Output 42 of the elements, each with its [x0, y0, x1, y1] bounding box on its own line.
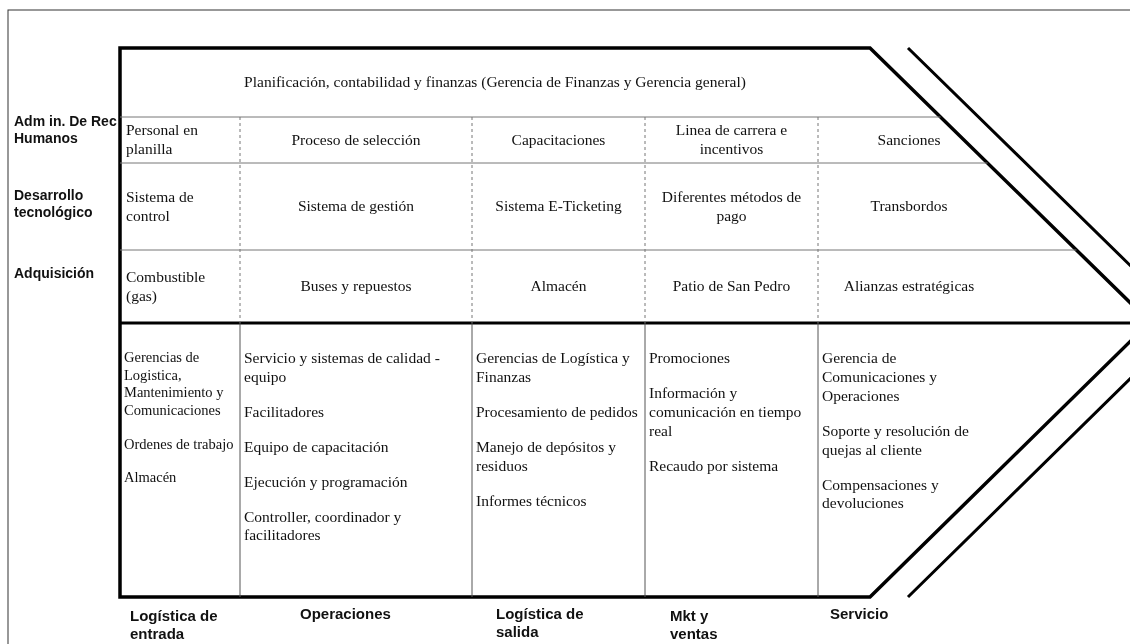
activity-text: Recaudo por sistema	[649, 456, 779, 476]
primary-activity-label: Operaciones	[300, 605, 392, 623]
activity-text: Controller, coordinador y facilitadores	[244, 507, 403, 546]
activity-text: Sistema E-Ticketing	[495, 197, 622, 216]
activity-text: Ejecución y programación	[244, 472, 408, 492]
activity-text: Equipo de capacitación	[244, 437, 389, 457]
activity-text: Ordenes de trabajo	[124, 435, 234, 454]
activity-text: Procesamiento de pedidos	[476, 402, 638, 422]
support-activity-label: Desarrollo tecnológico	[14, 187, 94, 221]
activity-text: Soporte y resolución de quejas al cliente	[822, 421, 970, 460]
activity-text: Linea de carrera e incentivos	[674, 121, 789, 159]
primary-activity-label: Logística de entrada	[130, 607, 219, 643]
activity-text: Compensaciones y devoluciones	[822, 475, 940, 514]
support-activity-label: Adquisición	[14, 265, 96, 282]
activity-text: Almacén	[124, 469, 177, 488]
primary-activity-label: Logística de salida	[496, 605, 585, 641]
primary-activity-label: Servicio	[830, 605, 890, 623]
activity-text: Manejo de depósitos y residuos	[476, 437, 617, 476]
activity-text: Sistema de gestión	[297, 197, 415, 216]
activity-text: Información y comunicación en tiempo real	[649, 383, 803, 441]
activity-text: Gerencia de Comunicaciones y Operaciones	[822, 349, 938, 406]
activity-text: Informes técnicos	[476, 491, 587, 511]
activity-text: Almacén	[530, 277, 587, 296]
support-activity-label: Adm in. De Rec Humanos	[14, 113, 118, 147]
activity-text: Diferentes métodos de pago	[660, 187, 803, 226]
activity-text: Transbordos	[870, 197, 948, 216]
activity-text: Combustible (gas)	[126, 267, 207, 306]
activity-text: Alianzas estratégicas	[843, 277, 975, 296]
activity-text: Planificación, contabilidad y finanzas (Gerencia de Finanzas y Gerencia general)	[244, 73, 746, 92]
activity-text: Capacitaciones	[511, 130, 606, 150]
activity-text: Gerencias de Logistica, Mantenimiento y Comunicaciones	[124, 349, 225, 420]
activity-text: Facilitadores	[244, 402, 325, 422]
activity-text: Servicio y sistemas de calidad - equipo	[244, 349, 441, 387]
activity-text: Proceso de selección	[291, 130, 421, 150]
activity-text: Sistema de control	[126, 187, 195, 226]
activity-text: Gerencias de Logística y Finanzas	[476, 349, 631, 387]
primary-activity-label: Mkt y ventas	[670, 607, 719, 643]
activity-text: Sanciones	[877, 130, 941, 150]
activity-text: Promociones	[649, 349, 730, 368]
activity-text: Buses y repuestos	[300, 277, 412, 296]
activity-text: Personal en planilla	[126, 121, 199, 159]
activity-text: Patio de San Pedro	[672, 277, 791, 296]
